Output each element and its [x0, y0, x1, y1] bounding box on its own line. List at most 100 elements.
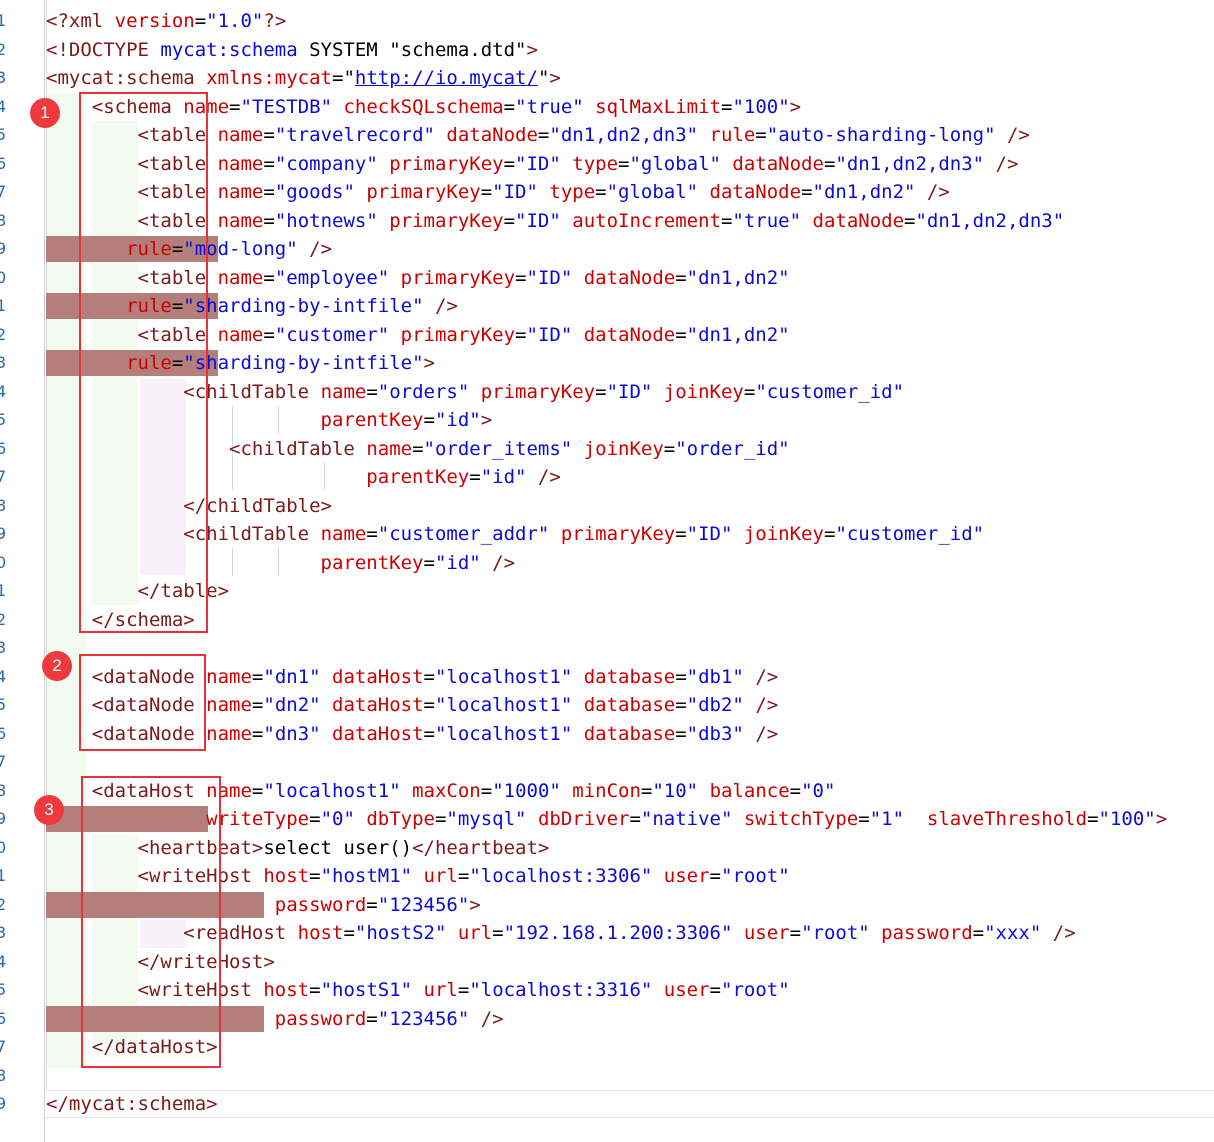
annotation-box-datanode [79, 654, 206, 751]
code-token: "global" [606, 181, 710, 203]
code-line[interactable]: parentKey="id" /> [46, 463, 561, 492]
code-line[interactable]: <!DOCTYPE mycat:schema SYSTEM "schema.dt… [46, 36, 538, 65]
code-line[interactable]: <table name="travelrecord" dataNode="dn1… [46, 121, 1030, 150]
line-number: 9 [0, 524, 7, 543]
code-token: primaryKey [400, 266, 516, 289]
code-token[interactable]: http://io.mycat/ [354, 67, 538, 89]
code-line[interactable]: <table name="customer" primaryKey="ID" d… [46, 321, 790, 350]
code-line[interactable]: </childTable> [46, 492, 332, 521]
code-token: dataNode [446, 124, 538, 146]
code-token: joinKey [583, 437, 664, 460]
code-token: name [217, 266, 264, 289]
line-number: 2 [0, 39, 7, 59]
code-token: "ID" [686, 523, 744, 545]
code-line[interactable]: <writeHost host="hostS1" url="localhost:… [46, 976, 790, 1005]
code-token: "true" [732, 209, 813, 232]
code-line[interactable]: <childTable name="customer_addr" primary… [46, 520, 984, 549]
code-token: "customer_addr" [377, 523, 561, 545]
code-line[interactable]: </schema> [46, 606, 195, 635]
code-line[interactable]: <schema name="TESTDB" checkSQLschema="tr… [46, 93, 801, 122]
code-line[interactable]: <writeHost host="hostM1" url="localhost:… [46, 862, 790, 891]
code-token: <childTable [229, 437, 367, 460]
code-token: = [595, 181, 607, 203]
code-token: = [675, 266, 687, 289]
code-token: "db1" [686, 665, 756, 688]
code-token: = [366, 380, 378, 403]
code-line[interactable]: </writeHost> [46, 948, 275, 977]
code-line[interactable]: writeType="0" dbType="mysql" dbDriver="n… [46, 805, 1167, 834]
code-token: </heartbeat> [412, 836, 550, 859]
code-token: = [675, 694, 687, 716]
code-token: <mycat:schema [46, 67, 207, 89]
code-token: = [720, 95, 733, 118]
code-token: balance [709, 779, 790, 802]
code-token: "sharding-by-intfile" [183, 295, 435, 317]
code-line[interactable]: <?xml version="1.0"?> [46, 7, 286, 36]
code-token: = [503, 152, 516, 175]
code-line[interactable]: <childTable name="orders" primaryKey="ID… [46, 378, 904, 407]
code-token: > [1155, 808, 1168, 830]
indent-line [278, 406, 279, 434]
code-token: = [343, 922, 355, 944]
code-token: = [309, 808, 321, 830]
code-token: = [1087, 808, 1099, 830]
annotation-box-schema [79, 92, 208, 633]
line-number: 8 [0, 780, 7, 800]
code-line[interactable]: </dataHost> [46, 1033, 218, 1062]
code-token: </writeHost> [137, 950, 275, 973]
code-token: parentKey [320, 409, 424, 431]
code-line[interactable]: <table name="company" primaryKey="ID" ty… [46, 150, 1019, 179]
code-line[interactable]: rule="sharding-by-intfile" /> [46, 292, 458, 321]
code-token: type [572, 152, 619, 175]
code-token: = [434, 808, 447, 830]
code-token: /> [1052, 922, 1076, 944]
code-token: = [629, 808, 641, 830]
code-token: slaveThreshold [926, 808, 1088, 830]
code-token: <table [137, 152, 218, 175]
wrap-marker [46, 350, 218, 376]
code-token: = [515, 323, 527, 346]
code-line[interactable]: parentKey="id" /> [46, 549, 516, 578]
code-line[interactable]: </mycat:schema> [46, 1090, 218, 1119]
code-line[interactable]: <heartbeat>select user()</heartbeat> [46, 834, 550, 863]
wrap-marker [46, 236, 218, 262]
code-line[interactable]: <mycat:schema xmlns:mycat="http://io.myc… [46, 64, 561, 93]
code-token: <readHost [183, 922, 298, 944]
code-line[interactable]: <table name="employee" primaryKey="ID" d… [46, 264, 790, 293]
code-token: </dataHost> [91, 1036, 218, 1058]
code-line[interactable]: <table name="hotnews" primaryKey="ID" au… [46, 207, 1065, 236]
code-token: "123456" [377, 1007, 481, 1030]
line-number: 1 [0, 581, 7, 600]
code-token: = [720, 209, 733, 232]
code-line[interactable]: password="123456"> [46, 891, 481, 920]
code-token: /> [926, 181, 950, 203]
code-token: user [743, 922, 790, 944]
code-token: = [675, 323, 687, 346]
code-line[interactable]: password="123456" /> [46, 1005, 504, 1034]
code-line[interactable]: <childTable name="order_items" joinKey="… [46, 435, 790, 464]
line-number: 3 [0, 638, 7, 657]
code-token: "dn3" [263, 722, 333, 745]
code-line[interactable]: <readHost host="hostS2" url="192.168.1.2… [46, 919, 1076, 948]
code-token: "id" [434, 551, 493, 574]
code-line[interactable]: <dataHost name="localhost1" maxCon="1000… [46, 777, 836, 806]
code-token: = [171, 295, 184, 317]
code-line[interactable]: <table name="goods" primaryKey="ID" type… [46, 178, 950, 207]
line-number: 7 [0, 467, 7, 486]
code-token: "localhost1" [434, 665, 584, 688]
code-line[interactable]: rule="mod-long" /> [46, 235, 332, 264]
code-token: "global" [629, 152, 733, 175]
code-line[interactable]: parentKey="id"> [46, 406, 493, 435]
code-line[interactable]: <dataNode name="dn1" dataHost="localhost… [46, 663, 778, 692]
code-token: "id" [480, 466, 538, 488]
code-line[interactable]: rule="sharding-by-intfile"> [46, 349, 435, 378]
line-number: 6 [0, 438, 7, 458]
indent-guide-readhost [140, 920, 186, 948]
code-token: "customer_id" [835, 523, 985, 545]
line-number: 5 [0, 980, 7, 999]
code-token: /> [755, 665, 779, 688]
code-token: "mysql" [446, 808, 538, 830]
code-token: "hostS2" [354, 922, 458, 944]
code-line[interactable]: <dataNode name="dn2" dataHost="localhost… [46, 691, 778, 720]
code-line[interactable]: <dataNode name="dn3" dataHost="localhost… [46, 720, 778, 749]
